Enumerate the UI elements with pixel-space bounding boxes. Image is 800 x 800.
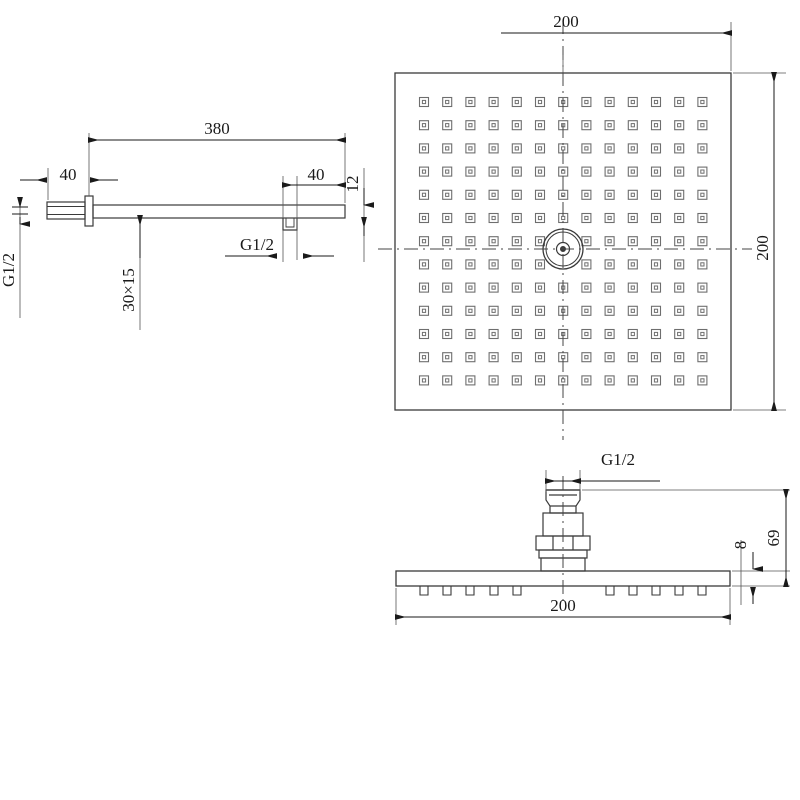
- head-side-dim-8: 8: [731, 541, 763, 604]
- head-plan-dim-200-top-label: 200: [553, 12, 579, 31]
- head-plan-dim-200-top: 200: [501, 12, 732, 36]
- view-shower-arm: 380 40 40 12 G1/2: [0, 119, 374, 330]
- side-nozzle-tooth: [628, 586, 638, 596]
- arm-dim-12-label: 12: [343, 176, 362, 193]
- head-side-dim-69-label: 69: [764, 530, 783, 547]
- view-head-side: G1/2 69 8 200: [395, 450, 790, 625]
- arm-dim-g12-inlet: G1/2: [0, 197, 30, 287]
- side-nozzle-tooth: [512, 586, 522, 596]
- arm-dim-g12-inlet-label: G1/2: [0, 253, 18, 287]
- arm-dim-12: 12: [343, 176, 374, 236]
- head-centrelines: [378, 20, 752, 440]
- head-side-dim-g12-label: G1/2: [601, 450, 635, 469]
- side-nozzle-tooth: [605, 586, 615, 596]
- side-nozzle-tooth: [697, 586, 707, 596]
- side-nozzle-tooth: [489, 586, 499, 596]
- arm-dim-380-label: 380: [204, 119, 230, 138]
- side-nozzle-tooth: [651, 586, 661, 596]
- head-plan-dim-200-right: 200: [753, 72, 777, 411]
- side-nozzle-tooth: [465, 586, 475, 596]
- head-side-dim-69: 69: [764, 489, 789, 587]
- head-plan-dim-200-right-label: 200: [753, 235, 772, 261]
- arm-dim-30x15-label: 30×15: [119, 268, 138, 312]
- arm-geometry: [46, 195, 346, 231]
- arm-main-tube: [92, 204, 346, 219]
- arm-dim-40-left: 40: [20, 165, 118, 184]
- head-side-dim-g12: G1/2: [545, 450, 660, 484]
- arm-dim-30x15: 30×15: [119, 215, 143, 312]
- head-side-dim-8-label: 8: [731, 541, 750, 550]
- arm-dim-g12-outlet-label: G1/2: [240, 235, 274, 254]
- arm-dim-40-right-label: 40: [308, 165, 325, 184]
- arm-outlet-bore: [285, 218, 295, 228]
- arm-dim-40-left-label: 40: [60, 165, 77, 184]
- arm-dim-380: 380: [88, 119, 346, 143]
- head-side-dim-200: 200: [395, 596, 731, 620]
- side-nozzle-tooth: [442, 586, 452, 596]
- arm-dim-40-right: 40: [282, 165, 346, 188]
- side-nozzle-tooth: [674, 586, 684, 596]
- head-side-dim-200-label: 200: [550, 596, 576, 615]
- side-nozzle-tooth: [419, 586, 429, 596]
- view-head-plan: 200 200: [378, 12, 786, 440]
- arm-dim-g12-outlet: G1/2: [225, 235, 334, 259]
- head-side-nozzles: [419, 586, 707, 596]
